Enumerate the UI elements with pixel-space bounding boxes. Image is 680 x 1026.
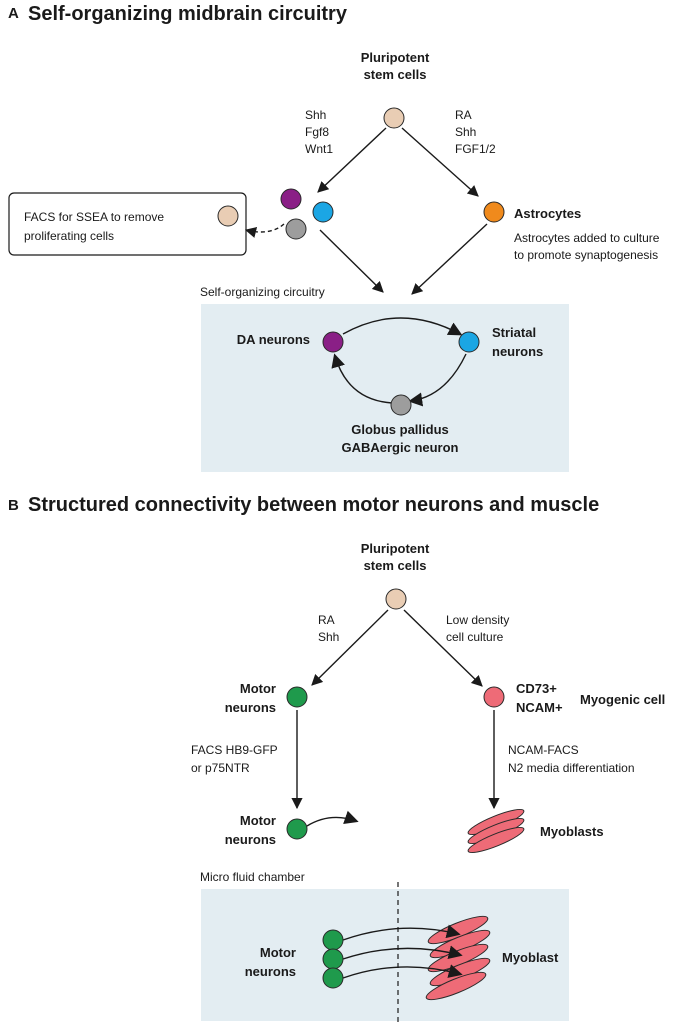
striatal-label-line1: Striatal xyxy=(492,325,536,340)
chamber-motor-label-line2: neurons xyxy=(245,964,296,979)
chamber-myoblast-5 xyxy=(425,971,487,1001)
arrow-stem-to-astro xyxy=(401,127,479,197)
arc-gaba-to-da xyxy=(331,353,393,404)
chamber-motor-3 xyxy=(322,967,344,989)
motor-neuron-cell xyxy=(286,686,308,708)
chamber-axon-3 xyxy=(342,964,463,979)
b-arrow-stem-to-motor xyxy=(311,609,389,686)
chamber-caption: Micro fluid chamber xyxy=(200,870,305,884)
panel-a-title: Self-organizing midbrain circuitry xyxy=(28,3,348,25)
progenitor-striatal xyxy=(312,201,334,223)
facs-stem-cell xyxy=(217,205,239,227)
stem-label-line2: stem cells xyxy=(364,67,427,82)
b-right-factor-2: cell culture xyxy=(446,630,504,644)
chamber-axon-1 xyxy=(342,924,461,941)
panel-a-letter: A xyxy=(8,5,19,22)
striatal-label-line2: neurons xyxy=(492,344,543,359)
chamber-motor-1 xyxy=(322,929,344,951)
gaba-label-line1: Globus pallidus xyxy=(351,422,449,437)
dashed-arrow-facs xyxy=(244,223,285,238)
arc-da-to-striatal xyxy=(342,317,463,336)
motor-label2-line1: Motor xyxy=(240,813,276,828)
facs-box-line2: proliferating cells xyxy=(24,229,114,243)
da-neuron xyxy=(322,331,344,353)
facs-left-line1: FACS HB9-GFP xyxy=(191,743,278,757)
right-factor-2: Shh xyxy=(455,125,476,139)
motor-axon xyxy=(306,810,359,827)
left-factor-3: Wnt1 xyxy=(305,142,333,156)
motor-label-line1: Motor xyxy=(240,681,276,696)
panel-b: B Structured connectivity between motor … xyxy=(8,494,665,1024)
left-factor-1: Shh xyxy=(305,108,326,122)
astro-note-line2: to promote synaptogenesis xyxy=(514,248,658,262)
chamber-axon-2 xyxy=(342,945,463,960)
da-label: DA neurons xyxy=(237,332,310,347)
b-arrow-stem-to-myogenic xyxy=(403,609,483,687)
motor-label2-line2: neurons xyxy=(225,832,276,847)
myoblasts-label: Myoblasts xyxy=(540,824,604,839)
panel-b-letter: B xyxy=(8,497,19,514)
chamber-motor-2 xyxy=(322,948,344,970)
facs-right-line1: NCAM-FACS xyxy=(508,743,579,757)
panel-a: A Self-organizing midbrain circuitry Plu… xyxy=(8,3,660,472)
arrow-stem-to-progenitors xyxy=(317,127,387,193)
gaba-neuron xyxy=(390,394,412,416)
stem-cell-b xyxy=(385,588,407,610)
arc-striatal-to-gaba xyxy=(408,353,467,407)
astrocyte-cell xyxy=(483,201,505,223)
striatal-neuron xyxy=(458,331,480,353)
arrow-astro-to-circuit xyxy=(411,223,488,295)
motor-neuron-sorted xyxy=(286,818,308,840)
facs-box xyxy=(8,192,247,256)
astro-note-line1: Astrocytes added to culture xyxy=(514,231,660,245)
motor-label-line2: neurons xyxy=(225,700,276,715)
b-right-factor-1: Low density xyxy=(446,613,509,627)
circuitry-panel xyxy=(201,304,569,472)
myogenic-label: Myogenic cell xyxy=(580,692,665,707)
astro-label: Astrocytes xyxy=(514,206,581,221)
micro-fluid-chamber xyxy=(201,889,569,1021)
myoblast-3 xyxy=(467,826,525,854)
right-factor-1: RA xyxy=(455,108,472,122)
gaba-label-line2: GABAergic neuron xyxy=(341,440,458,455)
b-stem-label-line1: Pluripotent xyxy=(361,541,430,556)
progenitor-gaba xyxy=(285,218,307,240)
arrow-progenitors-to-circuit xyxy=(319,229,384,293)
cd-label-line2: NCAM+ xyxy=(516,700,563,715)
left-factor-2: Fgf8 xyxy=(305,125,329,139)
facs-left-line2: or p75NTR xyxy=(191,761,250,775)
stem-label-line1: Pluripotent xyxy=(361,50,430,65)
circuitry-caption: Self-organizing circuitry xyxy=(200,285,325,299)
cd-label-line1: CD73+ xyxy=(516,681,557,696)
facs-right-line2: N2 media differentiation xyxy=(508,761,635,775)
progenitor-da xyxy=(280,188,302,210)
myogenic-cell xyxy=(483,686,505,708)
myoblasts-cluster xyxy=(467,808,525,854)
stem-cell-a xyxy=(383,107,405,129)
chamber-motor-label-line1: Motor xyxy=(260,945,296,960)
b-left-factor-2: Shh xyxy=(318,630,339,644)
b-left-factor-1: RA xyxy=(318,613,335,627)
right-factor-3: FGF1/2 xyxy=(455,142,496,156)
facs-box-line1: FACS for SSEA to remove xyxy=(24,210,164,224)
b-stem-label-line2: stem cells xyxy=(364,558,427,573)
chamber-myoblast-label: Myoblast xyxy=(502,950,559,965)
panel-b-title: Structured connectivity between motor ne… xyxy=(28,494,599,516)
